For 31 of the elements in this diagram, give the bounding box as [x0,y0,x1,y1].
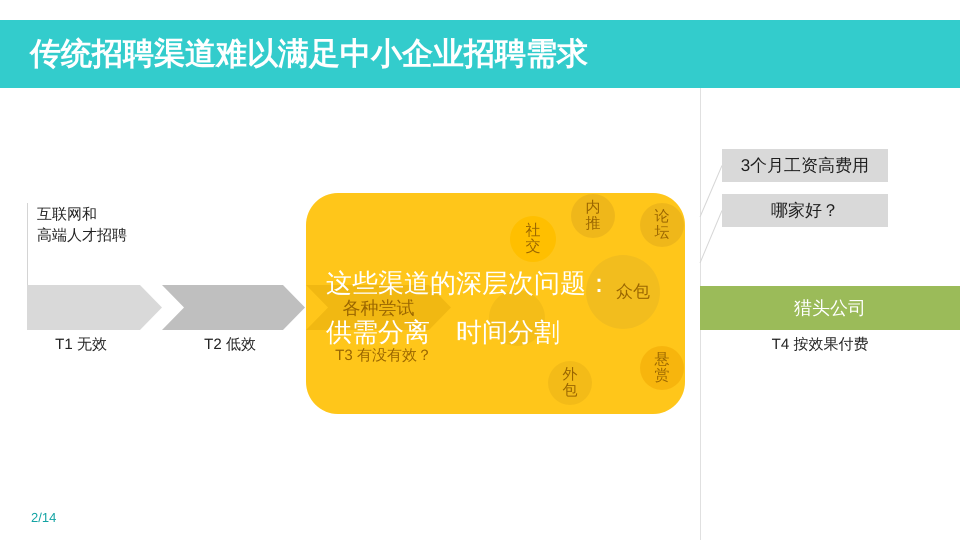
step-label: 各种尝试 [342,298,414,316]
bubble [640,203,684,247]
bubble-label: 社交 [526,222,540,256]
headline-text: 供需分离 时间分割 [326,318,560,346]
note-text: 3个月工资高费用 [740,154,870,176]
section-label: 互联网和高端人才招聘 [37,205,128,246]
bubble [571,194,615,238]
bar-label: 猎头公司 [794,297,866,320]
caption-text: T3 有没有效？ [334,347,433,365]
caption-text: T4 按效果付费 [770,336,870,354]
leader-line [700,210,722,264]
chevron-step [27,285,162,330]
callout-panel [306,193,685,414]
note-text: 哪家好？ [771,200,839,222]
bubble-label: 内推 [586,200,600,232]
page-number: 2/14 [31,510,56,526]
bubble-label: 悬赏 [654,352,670,384]
bubble-label: 论坛 [654,208,670,242]
category-bar [700,286,960,330]
bubble [640,346,684,390]
caption-text: T1 无效 [54,336,108,354]
bubble-label: 众包 [616,282,650,302]
chevron-step [162,285,305,330]
caption-text: T2 低效 [203,336,257,354]
note-box [722,149,888,182]
headline-text: 这些渠道的深层次问题： [326,269,612,297]
bubble-label: 外包 [562,366,578,400]
leader-line [700,165,722,218]
note-box [722,194,888,227]
page-title: 传统招聘渠道难以满足中小企业招聘需求 [30,35,588,73]
bubble [510,216,556,262]
